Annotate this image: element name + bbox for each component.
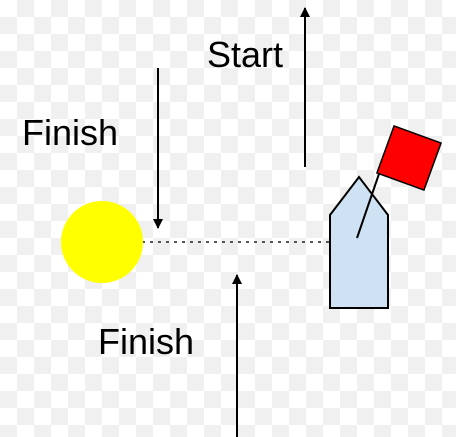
finish-label-bottom: Finish [98,321,194,362]
flag-pole [356,167,382,239]
red-flag-icon [375,124,443,192]
yellow-buoy-icon [61,201,143,283]
finish-label-top: Finish [22,112,118,153]
committee-boat-icon [329,175,389,309]
start-label: Start [207,34,283,75]
